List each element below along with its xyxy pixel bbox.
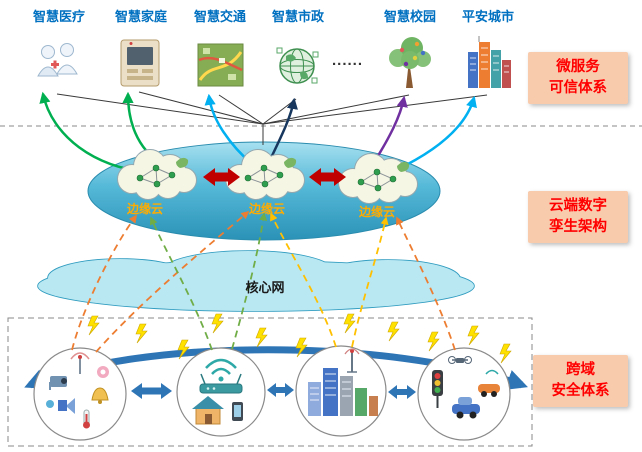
app-label-smart-traffic: 智慧交通 xyxy=(193,9,246,24)
annotation-microservice-trust: 微服务 可信体系 xyxy=(528,52,628,105)
circle-arrow-1-2 xyxy=(131,383,172,399)
city-iot-icon xyxy=(308,348,378,416)
home-panel-icon xyxy=(120,39,160,87)
app-label-safe-city: 平安城市 xyxy=(461,9,514,24)
annotation-cross-domain-security: 跨域 安全体系 xyxy=(533,355,628,408)
link-orange-3 xyxy=(396,216,456,351)
link-yellow-2 xyxy=(351,216,389,348)
app-label-smart-home: 智慧家庭 xyxy=(114,9,167,24)
transport-iot-icon xyxy=(432,356,500,419)
link-yellow-1 xyxy=(270,212,337,348)
ellipsis: ...... xyxy=(332,52,364,69)
link-orange-2 xyxy=(95,210,250,353)
link-orange-1 xyxy=(71,214,137,351)
inter-circle-arrows xyxy=(131,383,416,399)
edge-cloud-label-3: 边缘云 xyxy=(358,205,395,219)
circle-arrow-2-3 xyxy=(267,383,294,397)
core-network-label: 核心网 xyxy=(245,280,285,295)
link-green-1 xyxy=(149,216,213,351)
app-fan-lines xyxy=(56,91,488,145)
red-arrow-1 xyxy=(203,168,240,186)
edge-cloud-sync-arrows xyxy=(203,168,346,186)
link-green-2 xyxy=(231,212,268,350)
app-label-smart-campus: 智慧校园 xyxy=(383,9,436,24)
arrow-to-city xyxy=(395,95,477,172)
core-network-cloud xyxy=(37,250,475,312)
annotation-digital-twin: 云端数字 孪生架构 xyxy=(528,191,628,244)
app-label-smart-municipal: 智慧市政 xyxy=(271,9,324,24)
city-buildings-icon xyxy=(468,36,511,88)
globe-icon xyxy=(276,47,319,84)
sensor-devices-icon xyxy=(46,352,109,429)
edge-cloud-label-2: 边缘云 xyxy=(248,202,285,216)
circle-arrow-3-4 xyxy=(388,385,416,399)
campus-tree-icon xyxy=(389,37,431,88)
red-arrow-2 xyxy=(309,168,346,186)
edge-cloud-label-1: 边缘云 xyxy=(126,202,163,216)
arrow-to-municipal xyxy=(268,97,298,161)
device-to-cloud-links xyxy=(71,210,456,353)
app-label-smart-medical: 智慧医疗 xyxy=(32,9,85,24)
traffic-map-icon xyxy=(197,43,244,87)
medical-icon xyxy=(37,43,78,77)
smart-home-devices-icon xyxy=(192,358,243,425)
